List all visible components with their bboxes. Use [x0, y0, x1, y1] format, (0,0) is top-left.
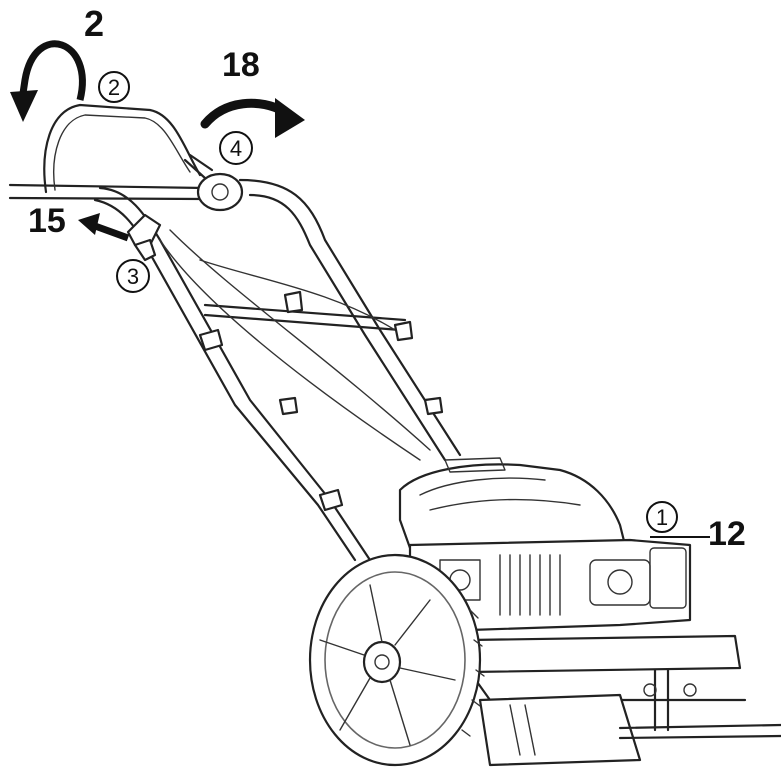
callout-4-value: 18: [222, 46, 260, 84]
curved-arrow-icon: [200, 98, 290, 129]
callout-4-marker: 4: [230, 136, 242, 161]
callout-1-marker-circle: [646, 501, 678, 533]
callout-1-marker: 1: [656, 505, 668, 530]
callout-2-marker: 2: [108, 75, 120, 100]
engine: [398, 457, 692, 632]
callout-1-value: 12: [708, 515, 746, 553]
callout-3-marker: 3: [127, 264, 139, 289]
handle-assembly: [8, 103, 462, 562]
curved-arrow-head-icon: [275, 98, 305, 138]
callout-3-value: 15: [28, 202, 66, 240]
callout-2-marker-circle: [98, 71, 130, 103]
callout-4: 18 4: [200, 46, 305, 165]
callout-2-value: 2: [84, 3, 104, 44]
callout-2: 2 2: [10, 3, 130, 122]
rotate-arrow-icon: [18, 40, 86, 101]
mower-deck: [468, 634, 781, 767]
callout-4-marker-circle: [219, 131, 253, 165]
pointer-arrow-icon: [93, 222, 130, 242]
callout-3: 15 3: [28, 202, 150, 293]
callout-1: 1 12: [646, 501, 746, 553]
rear-wheel: [308, 553, 485, 767]
callout-3-marker-circle: [116, 259, 150, 293]
pointer-arrow-head-icon: [78, 213, 100, 235]
rotate-arrow-head-icon: [10, 90, 38, 122]
